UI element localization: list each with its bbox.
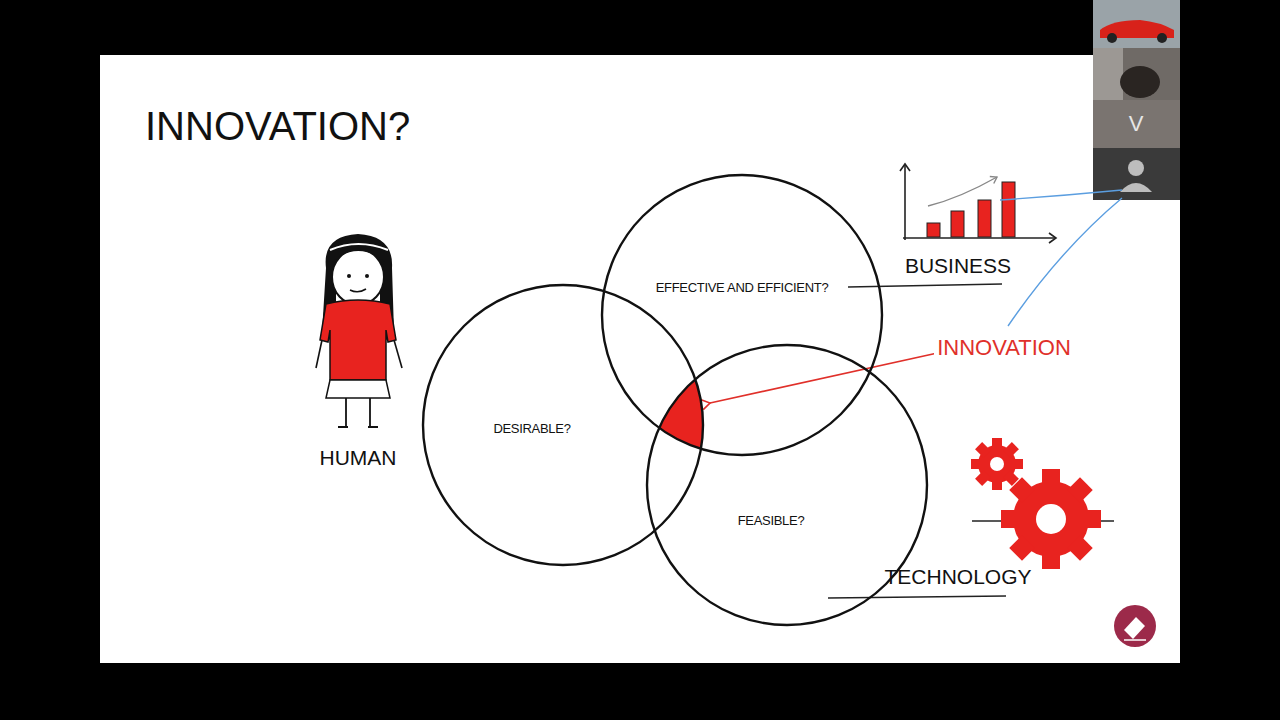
category-label: BUSINESS xyxy=(905,254,1011,278)
pen-annotation xyxy=(1000,190,1122,326)
callout-label: INNOVATION xyxy=(934,335,1074,361)
technology-leader xyxy=(828,596,1006,598)
circle-question: DESIRABLE? xyxy=(493,421,570,436)
venn-circle: EFFECTIVE AND EFFICIENT? xyxy=(602,175,882,455)
annotate-button xyxy=(1114,605,1156,647)
participant-initial: V xyxy=(1129,111,1144,137)
circle-question: FEASIBLE? xyxy=(738,513,805,528)
human-figure xyxy=(316,234,402,427)
slide-title: INNOVATION? xyxy=(145,104,410,149)
figure-label: HUMAN xyxy=(320,446,397,470)
circle-outline xyxy=(602,175,882,455)
innovation-arrow xyxy=(710,352,942,403)
bar-chart-icon xyxy=(903,164,1056,240)
gear-icon xyxy=(971,438,1114,569)
video-thumbnails xyxy=(1093,0,1180,200)
business-leader xyxy=(848,284,1002,287)
circle-question: EFFECTIVE AND EFFICIENT? xyxy=(656,280,829,295)
category-label: TECHNOLOGY xyxy=(884,565,1031,589)
